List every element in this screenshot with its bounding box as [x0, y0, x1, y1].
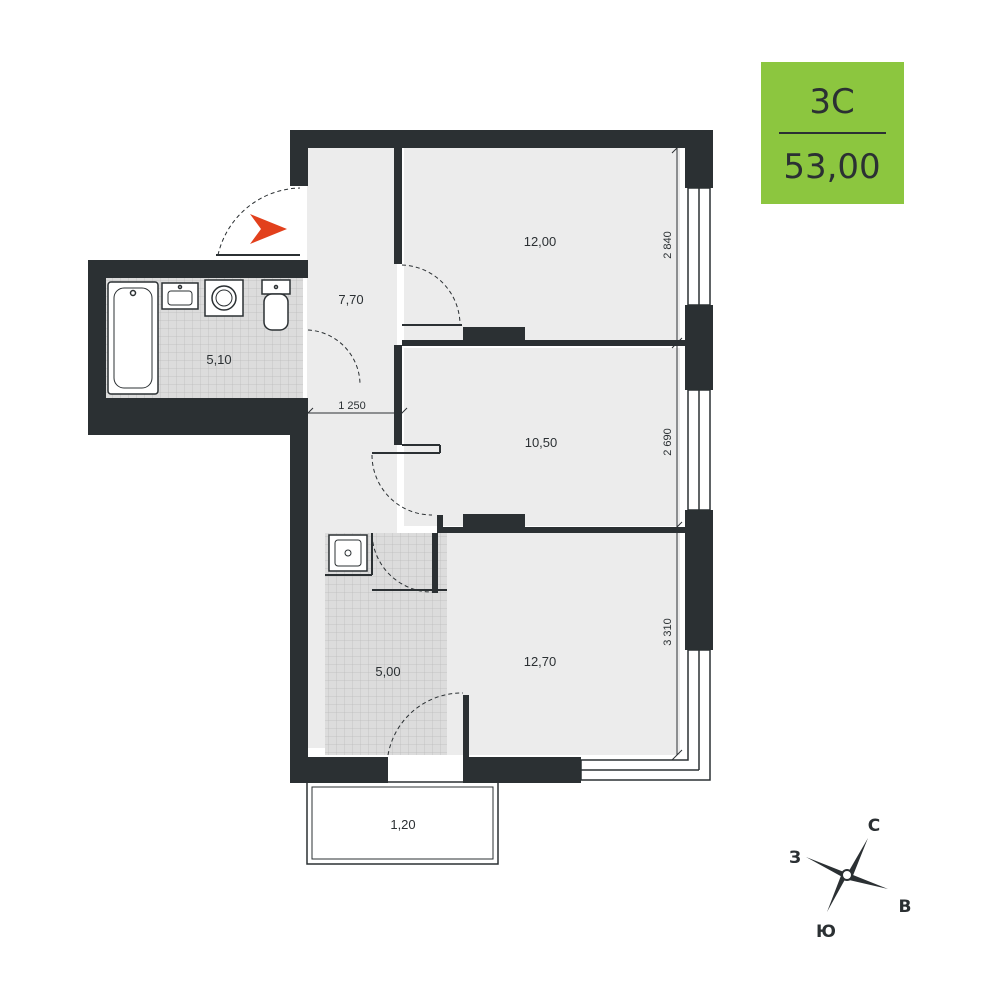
dimension-top-room-depth: 2 840 — [662, 231, 674, 259]
balcony-outline-inner — [311, 786, 494, 860]
partition-top-middle-thick — [463, 327, 525, 345]
wall-left-lower — [290, 415, 308, 783]
compass-rose: С В Ю З — [789, 816, 912, 942]
wall-bottom-right — [463, 757, 581, 783]
window-bay — [580, 649, 711, 781]
compass-north-label: С — [868, 816, 880, 836]
windows — [580, 187, 711, 781]
entry-door-swing — [217, 187, 301, 256]
wall-left-upper — [290, 130, 308, 186]
room-area-balcony: 1,20 — [390, 817, 415, 832]
kitchen-fixtures — [328, 534, 368, 572]
apartment-badge: 3С 53,00 — [761, 62, 904, 204]
compass-south-label: Ю — [816, 922, 836, 942]
wall-right-pier-2 — [685, 510, 713, 650]
bathroom-wall-bottom — [88, 398, 308, 435]
partition-middle-bottom — [437, 527, 685, 533]
partition-hall-2 — [394, 345, 402, 445]
dimension-middle-room-depth: 2 690 — [662, 428, 674, 456]
partition-hall — [394, 148, 402, 264]
bedroom-middle-floor — [404, 348, 680, 526]
wall-right-top — [685, 130, 713, 188]
partition-top-middle — [402, 340, 685, 346]
room-area-living-room: 12,70 — [524, 654, 557, 669]
thin-partitions — [325, 324, 462, 591]
partition-living — [463, 695, 469, 757]
bathroom-fixtures — [107, 279, 291, 395]
walls — [88, 130, 713, 783]
room-area-bathroom: 5,10 — [206, 352, 231, 367]
compass-east-label: В — [899, 897, 912, 917]
dimension-lines — [302, 142, 683, 761]
compass-center — [841, 869, 853, 881]
partition-kitchen — [432, 533, 438, 593]
door-bedroom-top — [401, 264, 461, 326]
bathroom-wall-left — [88, 260, 106, 435]
balcony-outline — [306, 781, 499, 865]
bedroom-top-floor — [404, 148, 680, 343]
room-area-bedroom-top: 12,00 — [524, 234, 557, 249]
door-swings — [307, 264, 464, 756]
balcony-floor[interactable] — [307, 780, 498, 864]
bathroom-wall — [88, 260, 308, 278]
badge-total-area: 53,00 — [783, 147, 880, 187]
room-area-bedroom-middle: 10,50 — [525, 435, 558, 450]
wall-bottom-left — [290, 757, 388, 783]
partition-middle-bottom-thick — [463, 514, 525, 532]
dimension-bottom-room-depth: 3 310 — [662, 618, 674, 646]
badge-apartment-type: 3С — [809, 82, 854, 122]
wall-top — [290, 130, 713, 148]
compass-needle-south — [827, 873, 848, 912]
room-area-kitchen: 5,00 — [375, 664, 400, 679]
compass-needle-east — [848, 873, 888, 889]
door-balcony — [387, 692, 464, 756]
door-kitchen — [371, 534, 433, 593]
entry-arrow-icon — [250, 214, 287, 244]
door-bathroom — [307, 329, 361, 386]
kitchen-wall-stub — [437, 515, 443, 533]
floors — [105, 148, 680, 864]
living-room-floor — [440, 533, 680, 755]
compass-needle-north — [846, 838, 868, 878]
room-area-hall: 7,70 — [338, 292, 363, 307]
compass-needle-west — [806, 857, 846, 879]
dimension-hall-width: 1 250 — [338, 400, 366, 412]
compass-west-label: З — [789, 848, 801, 868]
wall-right-pier-1 — [685, 305, 713, 390]
